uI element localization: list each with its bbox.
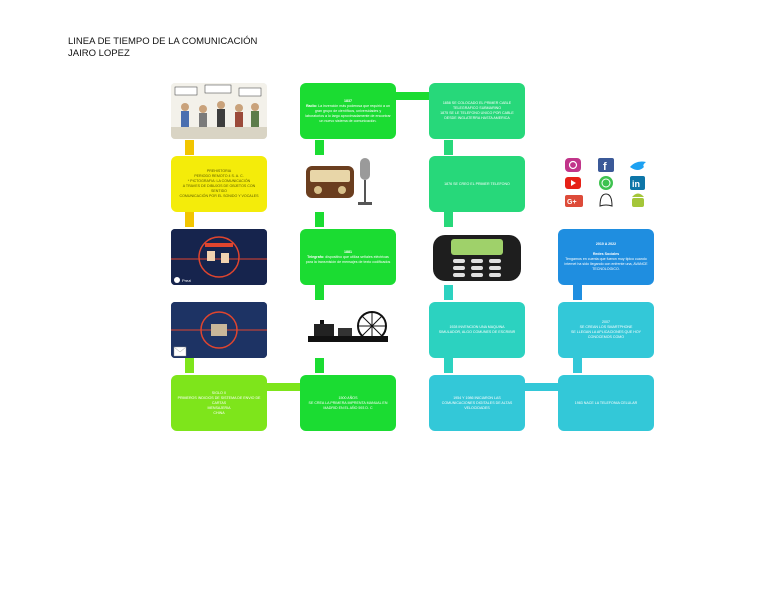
connector <box>267 383 300 391</box>
card-line: 1928 INVENCION UNA MAQUINA <box>449 325 505 329</box>
telegraph-image <box>300 302 396 358</box>
radio-image <box>300 156 396 212</box>
timeline-card-telegrafo: 1881 Telegrafo: dispositivo que utiliza … <box>300 229 396 285</box>
timeline-card-maquina: 1928 INVENCION UNA MAQUINA SIMULADOR, AL… <box>429 302 525 358</box>
card-line: MENSAJERIA <box>207 405 231 410</box>
connector <box>525 383 558 391</box>
timeline-card-smartphone: 2007 SE CREAN LOS SMARTPHONE SE LLEGAN L… <box>558 302 654 358</box>
instagram-icon <box>565 158 581 172</box>
card-label: Radio: <box>305 103 318 108</box>
card-line: SIMULADOR, ALGO COMUNES DE ESCRIBIR <box>438 330 516 334</box>
timeline-card-redes-sociales: 2010 A 2022 Redes Sociales Tengamos en c… <box>558 229 654 285</box>
card-body: dispositivo que utiliza señales eléctric… <box>305 254 391 264</box>
card-line: SIGLO X <box>211 390 227 395</box>
card-line: 1875 SE LE TELEFONO UNICO POR CABLE <box>440 111 514 115</box>
page-title: LINEA DE TIEMPO DE LA COMUNICACIÓN JAIRO… <box>68 36 257 60</box>
prezi-slide-image <box>171 302 267 358</box>
svg-text:Prezi: Prezi <box>182 278 191 283</box>
card-line: 1954 Y 1986 INICIARON LAS <box>453 395 501 400</box>
card-line: * PICTOGRAFIA: LA COMUNICACIÓN <box>187 179 251 183</box>
card-line: TELEGRAFICO SUBMARINO <box>452 106 502 110</box>
linkedin-icon: in <box>630 176 645 190</box>
connector <box>444 285 453 300</box>
facebook-icon: f <box>598 158 614 173</box>
card-line: DESDE INGLATERRA HASTA AMERICA <box>444 116 510 120</box>
card-line: CONOCEMOS COMO <box>587 335 625 339</box>
snapchat-icon <box>599 193 613 207</box>
card-line: SE LLEGAN LA APLICACIONES QUE HOY <box>570 330 642 334</box>
card-line: A TRAVES DE DIBUJOS DE OBJETOS CON SENTI… <box>182 184 256 193</box>
connector <box>185 358 194 373</box>
card-line: 1983 NACE LA TELEFONIA CELULAR <box>574 400 638 405</box>
card-line: SE CREAN LOS SMARTPHONE <box>579 325 633 329</box>
card-line: 2007 <box>602 320 610 324</box>
title-line: LINEA DE TIEMPO DE LA COMUNICACIÓN <box>68 36 258 47</box>
card-line: PREHISTORIA <box>206 169 232 173</box>
youtube-icon <box>565 177 581 189</box>
timeline-card-telefono: 1876 SE CREO EL PRIMER TELEFONO <box>429 156 525 212</box>
connector <box>185 140 194 155</box>
card-line: COMUNICACIONES DIGITALES DE ALTAS <box>441 400 513 405</box>
cartoon-image <box>171 83 267 139</box>
connector <box>185 212 194 227</box>
connector <box>315 140 324 155</box>
whatsapp-icon <box>599 176 613 190</box>
card-text: Radio: La invención más poderosa que req… <box>305 104 391 124</box>
google-plus-icon: G+ <box>565 195 583 207</box>
connector <box>315 358 324 373</box>
android-icon <box>632 193 644 207</box>
svg-text:in: in <box>632 179 640 189</box>
timeline-card-prehistory: PREHISTORIA PERIODO REMOTO 4 S. A. C. * … <box>171 156 267 212</box>
timeline-card-radio: 1837 Radio: La invención más poderosa qu… <box>300 83 396 139</box>
connector <box>444 140 453 155</box>
prezi-slide-image: Prezi <box>171 229 267 285</box>
card-text: Telegrafo: dispositivo que utiliza señal… <box>305 255 391 265</box>
connector <box>573 358 582 373</box>
social-media-icons: f in G+ <box>558 156 654 212</box>
svg-text:f: f <box>603 161 607 173</box>
card-body: Tengamos en cuenta que fueron muy tipico… <box>564 257 648 271</box>
card-line: VELOCIDADES <box>464 405 490 410</box>
card-line: COMUNICACIÓN POR EL SONIDO Y VOCALES <box>179 194 259 198</box>
card-line: SE CREA LA PRIMERA IMPRENTA MANUAL EN <box>308 400 388 405</box>
card-year: 1837 <box>344 98 352 103</box>
card-line: MADRID EN EL AÑO 593 D. C <box>323 405 373 410</box>
card-label: Redes Sociales <box>592 252 620 256</box>
author-line: JAIRO LOPEZ <box>68 48 130 59</box>
card-line: 1500 AÑOS <box>338 395 358 400</box>
card-line: CARTAS <box>211 400 227 405</box>
card-body: La invención más poderosa que requirió a… <box>305 103 391 123</box>
timeline-card-imprenta: 1500 AÑOS SE CREA LA PRIMERA IMPRENTA MA… <box>300 375 396 431</box>
twitter-icon <box>630 161 646 170</box>
card-label: Telegrafo: <box>307 254 325 259</box>
card-line: PERIODO REMOTO 4 S. A. C. <box>194 174 244 178</box>
connector <box>396 92 429 100</box>
card-line: 1858 SE COLOCADO EL PRIMER CABLE <box>442 101 512 105</box>
timeline-card-cable: 1858 SE COLOCADO EL PRIMER CABLE TELEGRA… <box>429 83 525 139</box>
card-line: CHINA <box>213 410 225 415</box>
cell-phone-image <box>429 229 525 285</box>
card-line: 1876 SE CREO EL PRIMER TELEFONO <box>444 181 510 186</box>
svg-text:G+: G+ <box>567 199 577 206</box>
connector <box>573 285 582 300</box>
timeline-card-digital: 1954 Y 1986 INICIARON LAS COMUNICACIONES… <box>429 375 525 431</box>
card-line: PRIMEROS INDICIOS DE SISTEMA DE ENVIO DE <box>177 395 261 400</box>
card-year: 2010 A 2022 <box>595 242 617 246</box>
connector <box>444 358 453 373</box>
timeline-card-siglo-x: SIGLO X PRIMEROS INDICIOS DE SISTEMA DE … <box>171 375 267 431</box>
connector <box>315 212 324 227</box>
timeline-card-celular: 1983 NACE LA TELEFONIA CELULAR <box>558 375 654 431</box>
connector <box>315 285 324 300</box>
card-year: 1881 <box>344 249 352 254</box>
connector <box>444 212 453 227</box>
